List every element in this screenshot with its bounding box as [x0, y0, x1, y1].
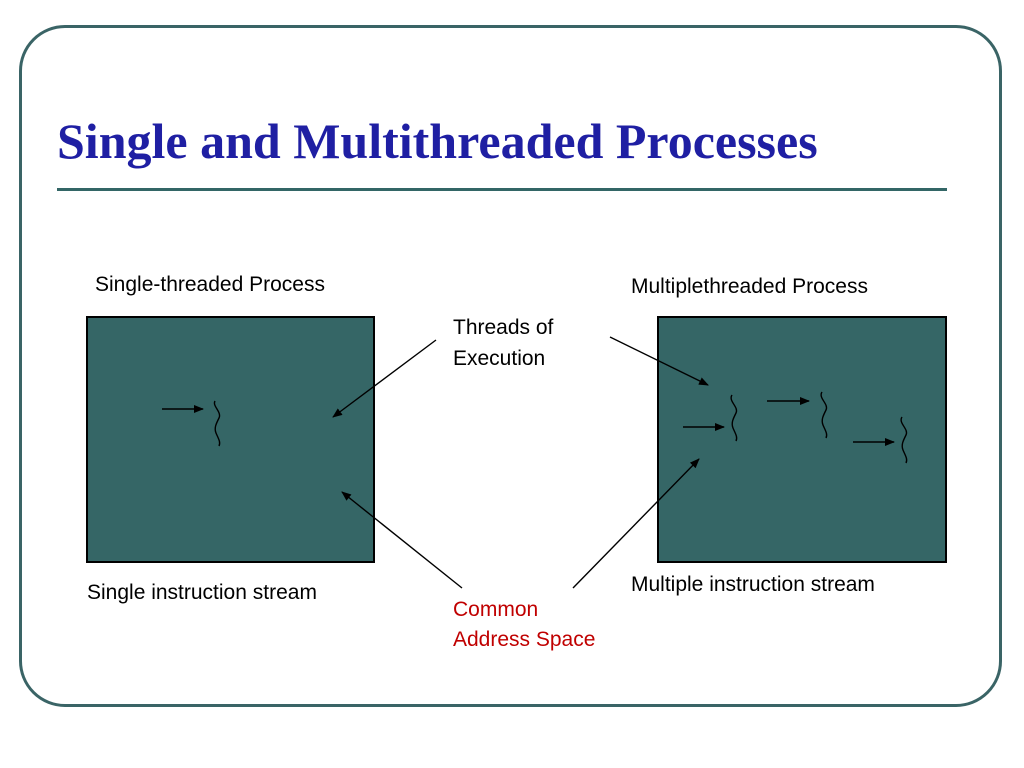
- threads-callout-line2: Execution: [453, 347, 546, 370]
- multi-stream-caption: Multiple instruction stream: [631, 573, 875, 596]
- single-stream-caption: Single instruction stream: [87, 581, 317, 604]
- address-callout-line2: Address Space: [453, 628, 596, 651]
- title-underline: [57, 188, 947, 191]
- address-callout-line1: Common: [453, 598, 539, 621]
- thread-squiggle: [900, 416, 908, 464]
- single-process-box: [86, 316, 375, 563]
- multithreaded-heading: Multiplethreaded Process: [631, 275, 868, 298]
- thread-squiggle: [820, 391, 828, 439]
- slide-frame: [19, 25, 1002, 707]
- multi-process-box: [657, 316, 947, 563]
- thread-squiggle: [730, 394, 738, 442]
- thread-squiggle: [213, 400, 221, 447]
- address-pointer: [341, 491, 463, 589]
- slide-title: Single and Multithreaded Processes: [57, 113, 818, 169]
- threads-pointer: [332, 339, 437, 418]
- threads-callout-line1: Threads of: [453, 316, 554, 339]
- threads-pointer: [609, 336, 709, 386]
- address-pointer: [572, 458, 700, 589]
- single-threaded-heading: Single-threaded Process: [95, 273, 325, 296]
